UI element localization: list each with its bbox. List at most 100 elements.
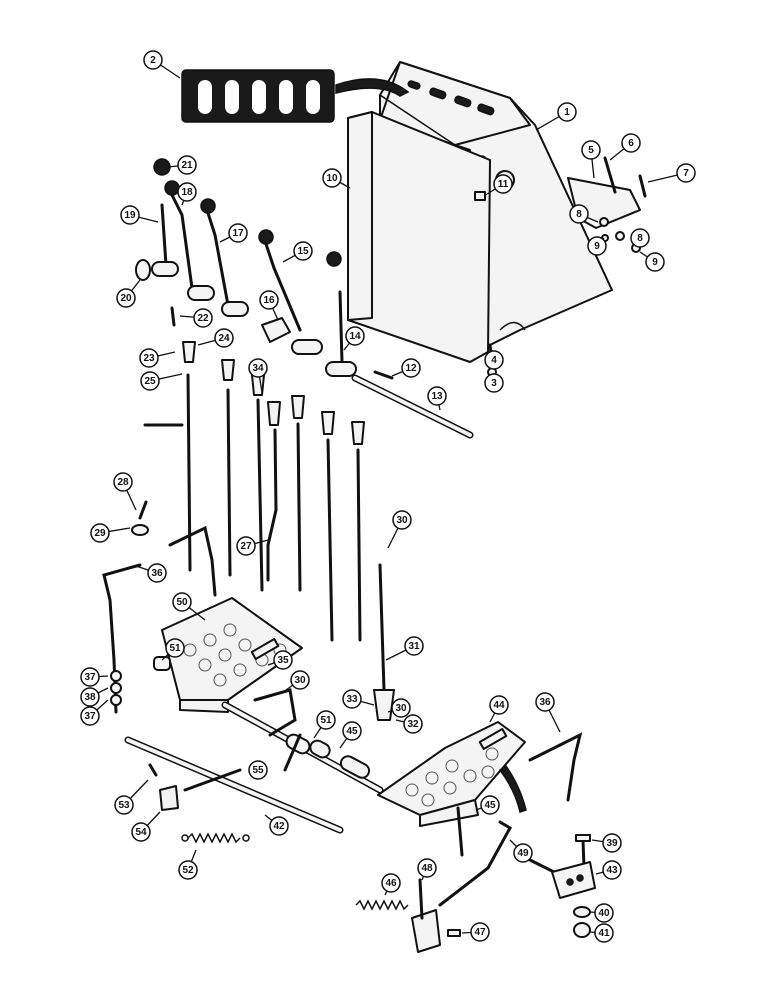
callout-circle [493,174,513,194]
callout-circle [392,510,412,530]
callout-number: 15 [297,246,309,257]
callout-number: 45 [346,726,358,737]
callout-number: 17 [232,228,244,239]
callout-39: 39 [591,833,622,853]
callout-number: 38 [84,692,96,703]
callout-circle [342,721,362,741]
callout-number: 23 [143,353,155,364]
callout-number: 19 [124,210,136,221]
callout-8: 8 [569,204,599,224]
callout-number: 13 [431,391,443,402]
callout-circle [273,650,293,670]
callout-number: 49 [517,848,529,859]
pedal-bracket [355,878,461,953]
slot-decal [181,69,410,123]
callout-52: 52 [178,849,198,880]
callout-17: 17 [219,223,248,243]
callout-41: 41 [589,923,614,943]
callout-circle [228,223,248,243]
callout-circle [80,687,100,707]
callout-35: 35 [267,650,293,670]
callout-54: 54 [131,811,161,842]
callout-number: 30 [294,675,306,686]
callout-13: 13 [427,386,447,411]
callout-36: 36 [535,692,561,733]
callout-4: 4 [484,349,504,370]
callout-circle [470,922,490,942]
callout-43: 43 [595,860,622,880]
callout-circle [269,816,289,836]
callout-circle [484,350,504,370]
right-pedal [377,721,527,827]
callout-circle [214,328,234,348]
callout-11: 11 [483,174,513,197]
callout-18: 18 [177,182,197,206]
callout-number: 27 [240,541,252,552]
callout-circle [236,536,256,556]
callout-circle [248,358,268,378]
callout-circle [293,241,313,261]
callout-circle [602,860,622,880]
callout-44: 44 [489,695,509,723]
callout-number: 31 [408,641,420,652]
callout-circle [114,795,134,815]
control-console-tower [379,61,613,356]
callout-23: 23 [139,348,176,368]
callout-50: 50 [172,592,206,621]
callout-36: 36 [135,563,167,583]
callout-circle [172,592,192,612]
callout-circle [569,204,589,224]
callout-31: 31 [385,636,424,661]
callout-37: 37 [80,667,109,687]
callout-circle [248,760,268,780]
callout-51: 51 [161,638,185,661]
callout-number: 6 [628,138,634,149]
callout-number: 45 [484,800,496,811]
callout-19: 19 [120,205,159,225]
callout-circle [147,563,167,583]
callout-9: 9 [587,236,607,256]
callout-circle [621,133,641,153]
callout-number: 5 [588,145,594,156]
callout-37: 37 [80,699,109,726]
callout-30: 30 [387,698,411,718]
callout-42: 42 [264,814,289,836]
callout-circle [140,371,160,391]
callout-16: 16 [259,290,279,321]
callout-circle [316,710,336,730]
callout-circle [290,670,310,690]
callout-47: 47 [461,922,490,942]
callout-number: 53 [118,800,130,811]
callout-circle [403,714,423,734]
callout-number: 54 [135,827,147,838]
callout-circle [120,205,140,225]
callout-circle [594,903,614,923]
callout-number: 35 [277,655,289,666]
callout-number: 44 [493,700,505,711]
callout-circle [645,252,665,272]
callout-circle [581,140,601,160]
callout-49: 49 [509,839,533,863]
callout-number: 47 [474,927,486,938]
callout-number: 30 [396,515,408,526]
callout-circle [177,155,197,175]
pivot-bracket [551,834,596,938]
callout-21: 21 [167,155,197,175]
callout-circle [178,860,198,880]
callout-53: 53 [114,779,149,815]
bolt [474,191,486,201]
callout-number: 48 [421,863,433,874]
callout-number: 3 [491,378,497,389]
console-slots [407,80,495,116]
callout-22: 22 [179,308,213,328]
callout-number: 18 [181,187,193,198]
callout-45: 45 [475,795,500,815]
callout-circle [557,102,577,122]
callout-34: 34 [248,358,268,393]
callout-circle [404,636,424,656]
callout-20: 20 [116,279,141,308]
callout-number: 43 [606,865,618,876]
callout-number: 8 [637,233,643,244]
callout-circle [345,326,365,346]
callout-2: 2 [143,50,181,79]
